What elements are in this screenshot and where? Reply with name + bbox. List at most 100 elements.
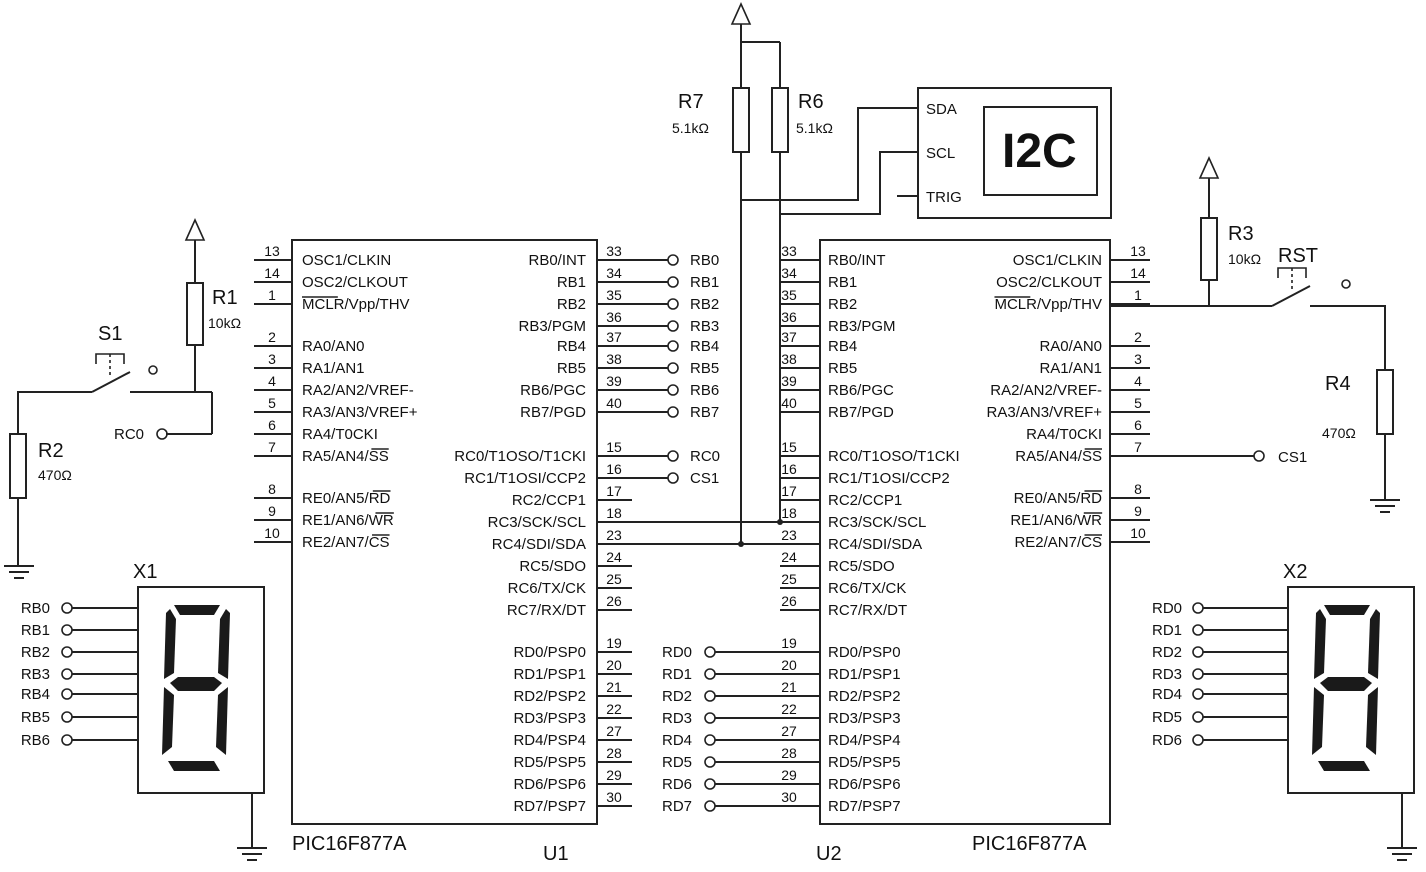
display-pin-label: RB3 [21,666,50,683]
u1-pin-number: 26 [606,593,622,609]
x2-ref: X2 [1283,561,1307,583]
u1-pin-name: OSC2/CLKOUT [302,274,408,291]
display-pin-label: RB0 [21,600,50,617]
u1-pin-name: RD2/PSP2 [513,688,586,705]
u2-pin-number: 10 [1130,525,1146,541]
u1-pin-name: RB2 [557,296,586,313]
u2-pin-name: RC2/CCP1 [828,492,902,509]
u1-pin-number: 8 [268,481,276,497]
display-segment [1312,687,1324,755]
display-pin-circle [1192,668,1204,680]
u1-pin-name: RE0/AN5/RD [302,490,391,507]
u1-pin-name: RD0/PSP0 [513,644,586,661]
u2-pin-number: 37 [781,329,797,345]
u2-pin-number: 23 [781,527,797,543]
u2-rd-label: RD1 [662,666,692,683]
u2-pin-number: 24 [781,549,797,565]
x2-digit-segments [1312,605,1380,771]
u2-pin-number: 25 [781,571,797,587]
u2-pin-name: RC6/TX/CK [828,580,906,597]
u2-pin-number: 30 [781,789,797,805]
u2-pin-name: RB2 [828,296,857,313]
vcc-arrow-r1 [184,218,206,241]
display-segment [164,609,176,679]
display-pin-circle [1192,688,1204,700]
u2-pin-name: RE2/AN7/CS [1014,534,1102,551]
display-pin-circle [61,668,73,680]
u2-pin-number: 20 [781,657,797,673]
r3-body [1200,217,1218,281]
u1-net-label: RB3 [690,318,719,335]
display-pin-circle [1192,602,1204,614]
u2-right-pins: 13OSC1/CLKIN14OSC2/CLKOUT1MCLR/Vpp/THV2R… [987,243,1150,551]
u1-pin-name: RB0/INT [528,252,586,269]
u2-pin-number: 17 [781,483,797,499]
display-pin-circle [61,711,73,723]
u2-pin-number: 8 [1134,481,1142,497]
u1-pin-number: 28 [606,745,622,761]
u2-pin-name: RB4 [828,338,857,355]
u1-pin-name: RC3/SCK/SCL [488,514,586,531]
u2-pin-name: RC7/RX/DT [828,602,907,619]
u1-pin-number: 15 [606,439,622,455]
u1-pin-name: RA0/AN0 [302,338,365,355]
display-pin-label: RB4 [21,686,50,703]
u2-pin-number: 1 [1134,287,1142,303]
display-pin-label: RD5 [1152,709,1182,726]
display-segment [218,609,230,679]
u1-pin-name: RD1/PSP1 [513,666,586,683]
u2-rd-label: RD2 [662,688,692,705]
u2-pin-number: 19 [781,635,797,651]
u2-pin-name: OSC1/CLKIN [1013,252,1102,269]
rst-lever [1271,285,1311,307]
display-pin-circle [61,734,73,746]
u1-pin-name: RB4 [557,338,586,355]
rst-ref: RST [1278,245,1318,267]
u2-pin-name: RA1/AN1 [1039,360,1102,377]
u2-pin-number: 35 [781,287,797,303]
u1-pin-number: 5 [268,395,276,411]
u2-rd-label: RD5 [662,754,692,771]
r3-ref: R3 [1228,223,1254,245]
display-pin-circle [61,624,73,636]
u1-net-label: RC0 [690,448,720,465]
u2-rd-circle [704,646,716,658]
u1-pin-name: RA4/T0CKI [302,426,378,443]
display-segment [216,687,228,755]
u1-pin-name: RC0/T1OSO/T1CKI [454,448,586,465]
u1-pin-number: 14 [264,265,280,281]
display-pin-circle [61,646,73,658]
u1-pin-number: 19 [606,635,622,651]
u2-body [819,239,1111,825]
u1-net-circle [667,472,679,484]
display-pin-circle [1192,711,1204,723]
u1-pin-number: 21 [606,679,622,695]
u2-pin-name: RD5/PSP5 [828,754,901,771]
u1-net-circle [667,298,679,310]
u2-rd-label: RD7 [662,798,692,815]
u1-pin-number: 33 [606,243,622,259]
u1-pin-number: 7 [268,439,276,455]
u2-pin-name: RD4/PSP4 [828,732,901,749]
u1-net-label: RB1 [690,274,719,291]
u2-pin-name: RA3/AN3/VREF+ [987,404,1103,421]
r7-body [732,87,750,153]
u1-pin-number: 18 [606,505,622,521]
u1-net-label: RB6 [690,382,719,399]
i2c-label-box [983,106,1098,196]
u1-net-label: RB0 [690,252,719,269]
u2-pin-name: RD0/PSP0 [828,644,901,661]
u2-rd-circle [704,756,716,768]
u2-pin-name: RB7/PGD [828,404,894,421]
s1-net-circle [156,428,168,440]
u2-pin-name: RA5/AN4/SS [1015,448,1102,465]
vcc-arrow-r3 [1198,156,1220,179]
display-segment [1314,609,1326,679]
u2-pin-number: 14 [1130,265,1146,281]
u2-pin-number: 27 [781,723,797,739]
u1-net-label: RB4 [690,338,719,355]
u1-pin-number: 17 [606,483,622,499]
